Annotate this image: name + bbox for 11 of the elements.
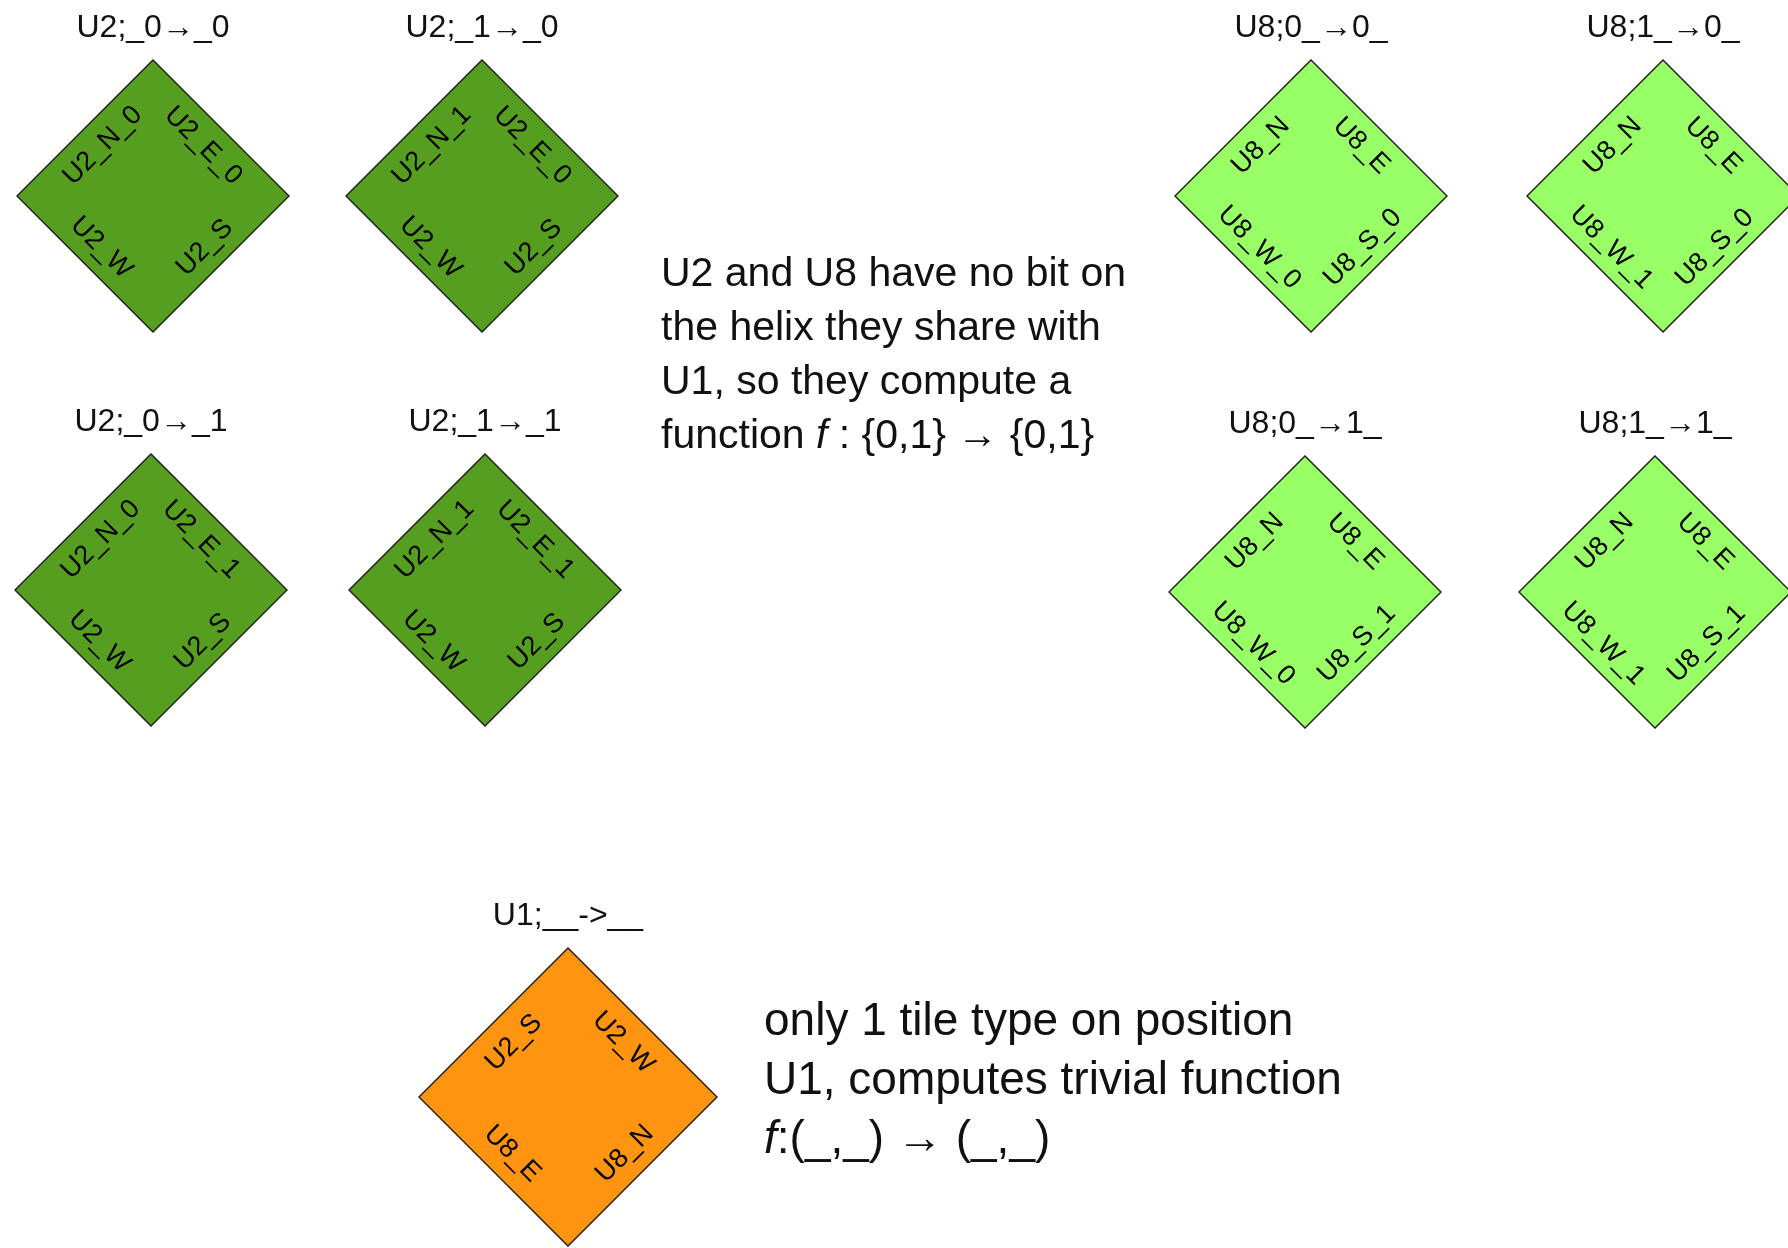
tile-title: U2;_1→_0: [405, 7, 559, 45]
tile-title: U8;0_→0_: [1234, 7, 1388, 45]
tile-title: U8;1_→0_: [1586, 7, 1740, 45]
tile-title: U8;1_→1_: [1578, 403, 1732, 441]
tile-title: U2;_0→_1: [74, 401, 228, 439]
tile-title: U8;0_→1_: [1228, 403, 1382, 441]
note-text: U2 and U8 have no bit on the helix they share with U1, so they compute a function f : {0,1} → {0,1}: [661, 248, 1127, 459]
note-text: only 1 tile type on position U1, computes trivial function f:(_,_) → (_,_): [764, 992, 1343, 1165]
tile-title: U2;_1→_1: [408, 401, 562, 439]
tile-title: U1;__->__: [492, 895, 644, 933]
tile-title: U2;_0→_0: [76, 7, 230, 45]
